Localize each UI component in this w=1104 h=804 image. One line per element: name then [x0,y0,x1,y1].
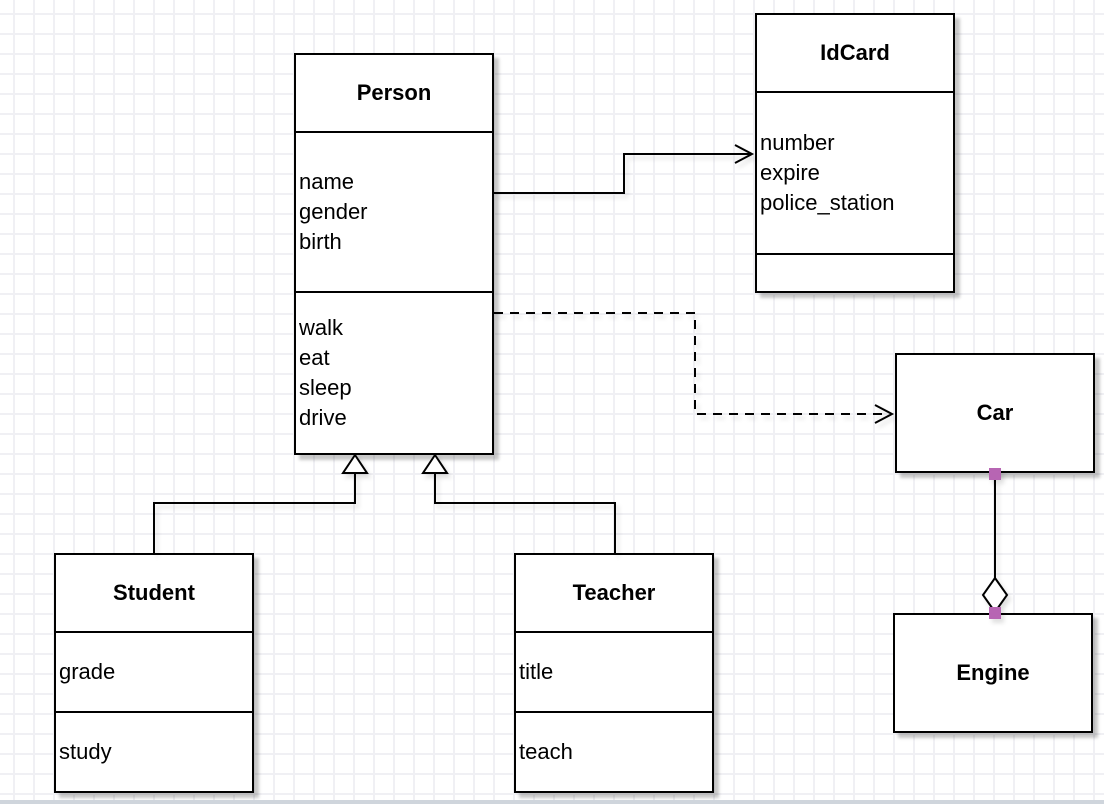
operations-compartment: study [56,713,252,791]
attributes-compartment: title [516,633,712,713]
class-box-car[interactable]: Car [895,353,1095,473]
operation-row: eat [299,345,330,370]
dependency-person-car[interactable] [494,312,895,424]
attribute-row: name [299,169,355,194]
class-title-label: Engine [956,660,1030,685]
class-title-engine: Engine [895,615,1091,731]
class-box-teacher[interactable]: Teacher title teach [514,553,714,793]
connection-handle[interactable] [989,607,1001,619]
aggregation-car-engine[interactable] [981,468,1009,619]
class-title-label: Teacher [572,580,656,605]
open-arrowhead-icon [874,404,895,424]
operation-row: study [59,739,112,764]
class-title-car: Car [897,355,1093,471]
hollow-triangle-icon [421,453,449,474]
class-title-label: Student [113,580,195,605]
operation-row: sleep [299,375,352,400]
class-box-idcard[interactable]: IdCard number expire police_station [755,13,955,293]
attribute-row: gender [299,199,368,224]
operations-compartment: teach [516,713,712,791]
generalization-student-person[interactable] [153,453,369,553]
attribute-row: birth [299,229,342,254]
canvas-bottom-edge [0,800,1104,804]
operations-compartment: walk eat sleep drive [296,293,492,453]
class-box-person[interactable]: Person name gender birth walk eat sleep … [294,53,494,455]
class-title-teacher: Teacher [516,555,712,633]
hollow-triangle-icon [341,453,369,474]
class-title-student: Student [56,555,252,633]
class-title-person: Person [296,55,492,133]
attribute-row: grade [59,659,116,684]
class-title-label: IdCard [820,40,890,65]
open-arrowhead-icon [734,144,755,164]
association-person-idcard[interactable] [494,144,755,194]
attributes-compartment: number expire police_station [757,93,953,255]
attribute-row: number [760,130,835,155]
class-title-label: Car [976,400,1014,425]
operation-row: walk [299,315,344,340]
generalization-teacher-person[interactable] [421,453,616,553]
attributes-compartment: name gender birth [296,133,492,293]
connection-handle[interactable] [989,468,1001,480]
attribute-row: police_station [760,190,895,215]
attribute-row: expire [760,160,820,185]
attributes-compartment: grade [56,633,252,713]
operation-row: drive [299,405,347,430]
attribute-row: title [519,659,554,684]
class-box-engine[interactable]: Engine [893,613,1093,733]
class-title-idcard: IdCard [757,15,953,93]
class-title-label: Person [356,80,432,105]
class-box-student[interactable]: Student grade study [54,553,254,793]
operations-compartment-empty [757,255,953,291]
operation-row: teach [519,739,573,764]
